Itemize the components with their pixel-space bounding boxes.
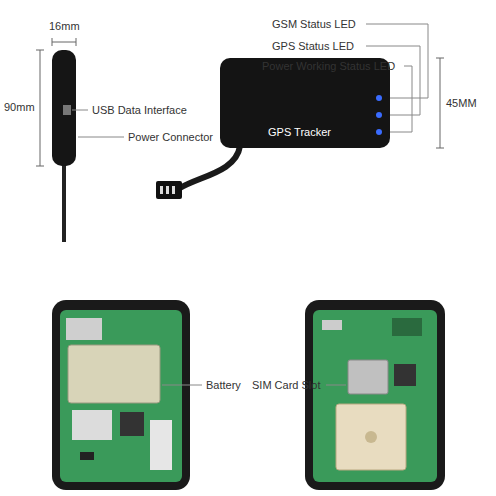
dimension-tick bbox=[36, 50, 44, 51]
part-label: USB Data Interface bbox=[92, 104, 187, 117]
connector-pin bbox=[166, 186, 169, 194]
status-led bbox=[376, 95, 382, 101]
leader-line bbox=[326, 385, 346, 386]
status-led bbox=[376, 129, 382, 135]
module bbox=[66, 318, 102, 340]
dimension-label: 16mm bbox=[49, 20, 80, 33]
battery bbox=[68, 345, 160, 403]
status-led bbox=[376, 112, 382, 118]
device-print: GPS Tracker bbox=[268, 126, 331, 138]
led-label: GPS Status LED bbox=[272, 40, 354, 53]
part-label: SIM Card Slot bbox=[252, 379, 320, 392]
cable bbox=[180, 146, 240, 188]
chip bbox=[120, 412, 144, 436]
leader-line bbox=[78, 137, 124, 138]
connector-pin bbox=[172, 186, 175, 194]
connector-pin bbox=[160, 186, 163, 194]
component bbox=[392, 318, 422, 336]
chip bbox=[394, 364, 416, 386]
dimension-tick bbox=[76, 38, 77, 46]
pcb bbox=[60, 310, 182, 482]
part-label: Power Connector bbox=[128, 131, 213, 144]
leader-line bbox=[162, 385, 202, 386]
usb-port bbox=[63, 105, 71, 115]
dimension-line bbox=[52, 42, 76, 43]
component bbox=[80, 452, 94, 460]
cable bbox=[62, 165, 66, 242]
usb-socket bbox=[322, 320, 342, 330]
pcb bbox=[313, 310, 437, 482]
power-connector bbox=[156, 181, 182, 199]
part-label: Battery bbox=[206, 379, 241, 392]
gps-module bbox=[150, 420, 172, 470]
gsm-module bbox=[72, 410, 112, 440]
led-label: GSM Status LED bbox=[272, 18, 356, 31]
dimension-tick bbox=[436, 58, 444, 59]
dimension-label: 90mm bbox=[4, 101, 35, 114]
dimension-line bbox=[40, 50, 41, 166]
dimension-tick bbox=[52, 38, 53, 46]
sim-slot bbox=[348, 360, 388, 394]
dimension-tick bbox=[436, 148, 444, 149]
open-housing bbox=[305, 300, 445, 490]
antenna-feed bbox=[365, 431, 377, 443]
leader-line bbox=[72, 110, 88, 111]
side-view-housing bbox=[52, 50, 76, 166]
gps-antenna bbox=[336, 404, 406, 470]
dimension-line bbox=[440, 58, 441, 148]
dimension-tick bbox=[36, 166, 44, 167]
led-label: Power Working Status LED bbox=[262, 60, 395, 73]
open-housing bbox=[52, 300, 190, 490]
dimension-label: 45MM bbox=[446, 97, 477, 110]
